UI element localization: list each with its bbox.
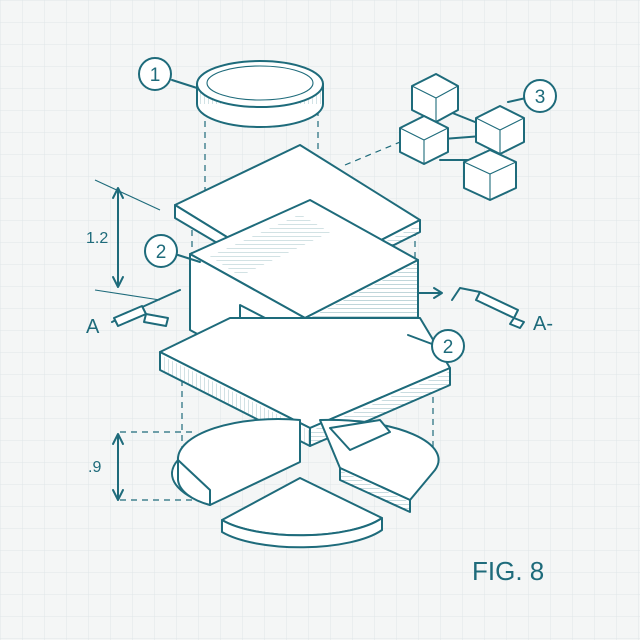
callout-2-lower: 2 xyxy=(407,329,465,363)
part-3-cube-network xyxy=(399,73,525,201)
callout-2-upper: 2 xyxy=(144,234,201,268)
dimension-upper: 1.2 xyxy=(86,179,161,301)
section-marker-left: A xyxy=(86,289,181,338)
callout-1-number: 1 xyxy=(150,65,161,86)
dimension-lower-label: .9 xyxy=(88,459,101,476)
section-marker-right: A- xyxy=(417,287,553,335)
dimension-lower: .9 xyxy=(88,433,124,501)
callout-1: 1 xyxy=(138,57,198,91)
section-label-right: A- xyxy=(533,313,553,335)
part-1-disc xyxy=(196,60,324,128)
section-label-left: A xyxy=(86,316,100,338)
callout-2-upper-number: 2 xyxy=(156,242,167,263)
figure-label: FIG. 8 xyxy=(472,556,544,586)
callout-3-number: 3 xyxy=(535,87,546,108)
callout-2-lower-number: 2 xyxy=(443,337,454,358)
callout-3: 3 xyxy=(507,79,557,113)
dimension-upper-label: 1.2 xyxy=(86,230,108,247)
split-disc-base xyxy=(171,418,440,549)
